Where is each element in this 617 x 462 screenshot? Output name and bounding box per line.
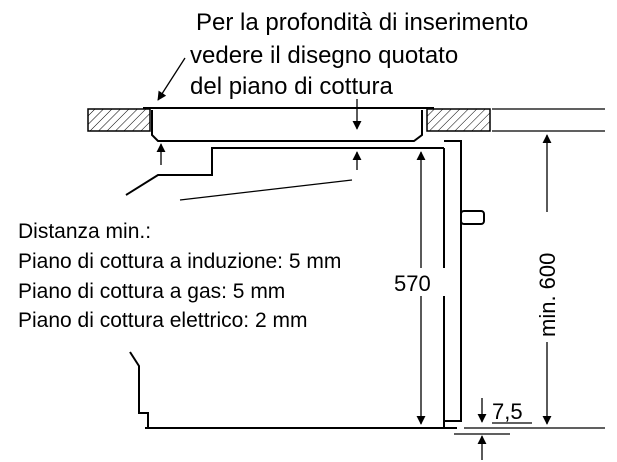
dim-570-label: 570 bbox=[394, 271, 431, 296]
dim-7-5-label: 7,5 bbox=[492, 399, 523, 424]
note-gas: Piano di cottura a gas: 5 mm bbox=[18, 280, 285, 303]
dim-7-5 bbox=[454, 398, 532, 460]
note-leader bbox=[179, 179, 353, 201]
leader-left bbox=[157, 57, 186, 101]
note-bg bbox=[14, 218, 392, 333]
dim-600 bbox=[464, 134, 605, 429]
oven-rear-lower bbox=[129, 351, 149, 428]
callout-line1: Per la profondità di inserimento bbox=[196, 9, 528, 36]
oven-top-panel bbox=[211, 147, 444, 162]
dim-600-label: min. 600 bbox=[535, 253, 560, 337]
hob bbox=[143, 107, 434, 142]
worktop bbox=[87, 108, 605, 132]
oven-knob bbox=[460, 210, 485, 225]
oven-door bbox=[444, 140, 462, 422]
note-induction: Piano di cottura a induzione: 5 mm bbox=[18, 250, 341, 273]
callout-leaders bbox=[156, 57, 362, 201]
callout-line2: vedere il disegno quotato bbox=[190, 42, 458, 69]
callout-line3: del piano di cottura bbox=[190, 73, 393, 100]
oven-rear-slope bbox=[125, 162, 213, 196]
note-electric: Piano di cottura elettrico: 2 mm bbox=[18, 309, 307, 332]
dim-570-label-bg bbox=[393, 268, 445, 296]
hob-body bbox=[151, 110, 423, 142]
note-heading: Distanza min.: bbox=[18, 220, 151, 243]
worktop-left bbox=[87, 108, 151, 132]
worktop-right bbox=[426, 108, 491, 132]
